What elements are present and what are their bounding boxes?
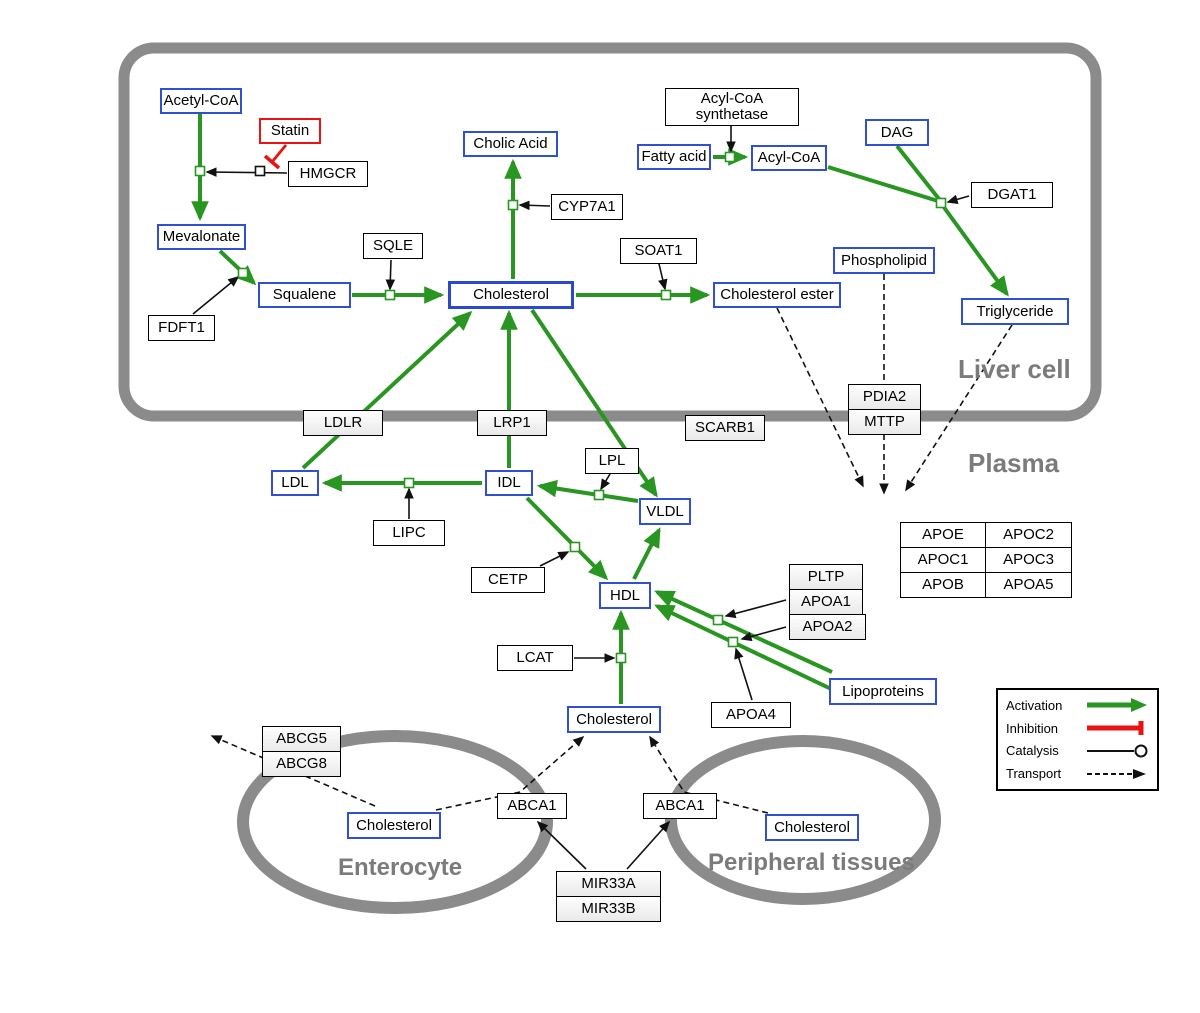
node-apoa2[interactable]: APOA2 [789, 614, 866, 640]
catalysis-circle-glyph [1087, 744, 1148, 758]
node-mevalonate[interactable]: Mevalonate [157, 224, 246, 250]
node-lipoproteins[interactable]: Lipoproteins [829, 678, 937, 705]
legend-row-inhibition: Inhibition [1006, 720, 1149, 736]
apo-table-cell-apoc3[interactable]: APOC3 [985, 547, 1072, 573]
node-pltp[interactable]: PLTP [789, 564, 863, 590]
node-ldl[interactable]: LDL [271, 470, 319, 496]
reaction-nodes [194, 151, 947, 664]
node-abca1-enterocyte[interactable]: ABCA1 [497, 793, 567, 819]
inhibition-edge [263, 144, 288, 170]
node-lrp1[interactable]: LRP1 [477, 410, 547, 436]
node-hmgcr[interactable]: HMGCR [288, 161, 368, 187]
acyl-coa-synthetase-line2: synthetase [695, 106, 769, 123]
node-dgat1[interactable]: DGAT1 [971, 182, 1053, 208]
legend-catalysis-label: Catalysis [1006, 743, 1059, 759]
node-cholesterol-plasma[interactable]: Cholesterol [567, 706, 661, 733]
hmgcr-junction-node [254, 165, 266, 177]
node-vldl[interactable]: VLDL [639, 498, 691, 525]
node-cetp[interactable]: CETP [471, 567, 545, 593]
node-lipc[interactable]: LIPC [373, 520, 445, 546]
acyl-coa-synthetase-line1: Acyl-CoA [700, 90, 764, 108]
liver-cell-membrane [118, 42, 1102, 422]
node-idl[interactable]: IDL [485, 470, 533, 496]
node-dag[interactable]: DAG [865, 119, 929, 146]
legend: Activation Inhibition Catalysis Transpor… [996, 688, 1159, 791]
node-cyp7a1[interactable]: CYP7A1 [551, 194, 623, 220]
inhibition-tbar-glyph [1087, 721, 1144, 736]
node-fdft1[interactable]: FDFT1 [148, 315, 215, 341]
node-hdl[interactable]: HDL [599, 582, 651, 609]
apo-table-cell-apoe[interactable]: APOE [900, 522, 986, 548]
node-triglyceride[interactable]: Triglyceride [961, 298, 1069, 325]
node-squalene[interactable]: Squalene [258, 282, 351, 308]
peripheral-tissues-label: Peripheral tissues [708, 849, 915, 876]
node-sqle[interactable]: SQLE [363, 233, 423, 259]
node-mir33a[interactable]: MIR33A [556, 871, 661, 897]
apo-table-cell-apob[interactable]: APOB [900, 572, 986, 598]
node-soat1[interactable]: SOAT1 [620, 238, 697, 264]
node-cholesterol-peripheral[interactable]: Cholesterol [765, 814, 859, 841]
legend-row-catalysis: Catalysis [1006, 743, 1149, 759]
enterocyte-label: Enterocyte [338, 854, 463, 881]
node-acetyl-coa[interactable]: Acetyl-CoA [160, 88, 242, 114]
node-cholic-acid[interactable]: Cholic Acid [463, 131, 558, 157]
apo-table-cell-apoc2[interactable]: APOC2 [985, 522, 1072, 548]
node-lcat[interactable]: LCAT [497, 645, 573, 671]
node-ldlr[interactable]: LDLR [303, 410, 383, 436]
node-phospholipid[interactable]: Phospholipid [833, 247, 935, 274]
apo-table-cell-apoa5[interactable]: APOA5 [985, 572, 1072, 598]
node-apoa1[interactable]: APOA1 [789, 589, 863, 615]
catalysis-edges [192, 126, 970, 870]
node-abcg5[interactable]: ABCG5 [262, 726, 341, 752]
transport-edges [210, 274, 1013, 814]
legend-row-transport: Transport [1006, 766, 1149, 782]
apo-table-cell-apoc1[interactable]: APOC1 [900, 547, 986, 573]
peripheral-tissues-membrane [665, 735, 941, 905]
activation-arrow-glyph [1087, 698, 1147, 713]
node-lpl[interactable]: LPL [585, 448, 639, 474]
legend-row-activation: Activation [1006, 697, 1149, 713]
legend-transport-label: Transport [1006, 766, 1062, 782]
node-acyl-coa-synthetase[interactable]: Acyl-CoA synthetase [665, 88, 799, 126]
node-statin[interactable]: Statin [259, 118, 321, 144]
node-cholesterol-enterocyte[interactable]: Cholesterol [347, 812, 441, 839]
node-scarb1[interactable]: SCARB1 [685, 415, 765, 441]
liver-cell-label: Liver cell [958, 354, 1071, 384]
node-acyl-coa2[interactable]: Acyl-CoA [751, 145, 827, 171]
node-apoa4[interactable]: APOA4 [711, 702, 791, 728]
node-cholesterol-ester[interactable]: Cholesterol ester [713, 282, 841, 308]
node-cholesterol-liver[interactable]: Cholesterol [448, 281, 574, 309]
node-pdia2[interactable]: PDIA2 [848, 384, 921, 410]
legend-inhibition-label: Inhibition [1006, 720, 1059, 736]
node-fatty-acid[interactable]: Fatty acid [637, 144, 711, 170]
node-abca1-peripheral[interactable]: ABCA1 [643, 793, 717, 819]
node-mir33b[interactable]: MIR33B [556, 896, 661, 922]
plasma-label: Plasma [968, 448, 1060, 478]
node-mttp[interactable]: MTTP [848, 409, 921, 435]
legend-activation-label: Activation [1006, 697, 1063, 713]
node-abcg8[interactable]: ABCG8 [262, 751, 341, 777]
transport-dashed-arrow-glyph [1087, 768, 1146, 779]
